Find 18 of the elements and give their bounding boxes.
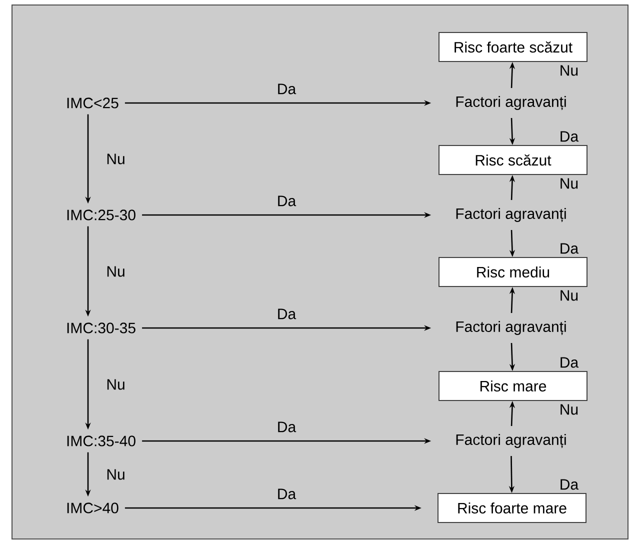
edge-label: Nu bbox=[105, 152, 126, 166]
risk-box: Risc mediu bbox=[438, 257, 588, 287]
condition-text: IMC<25 bbox=[67, 98, 118, 108]
factor-text: Factori agravanți bbox=[456, 96, 566, 110]
factor-text: Factori agravanți bbox=[456, 320, 566, 336]
edge-label: Nu bbox=[105, 468, 126, 481]
risk-box: Risc foarte mare bbox=[438, 493, 586, 523]
condition-text: IMC:30-35 bbox=[67, 322, 136, 334]
condition-text: IMC>40 bbox=[67, 502, 118, 514]
risk-box: Risc scăzut bbox=[438, 145, 588, 175]
condition-text: IMC:35-40 bbox=[67, 436, 136, 446]
edge-label: Nu bbox=[105, 265, 126, 278]
factor-text: Factori agravanți bbox=[456, 208, 566, 222]
risk-box: Risc mare bbox=[438, 371, 588, 401]
edge-label: Nu bbox=[105, 378, 126, 391]
factor-text: Factori agravanți bbox=[456, 434, 566, 448]
condition-text: IMC:25-30 bbox=[67, 210, 136, 220]
risk-box: Risc foarte scăzut bbox=[438, 32, 588, 62]
